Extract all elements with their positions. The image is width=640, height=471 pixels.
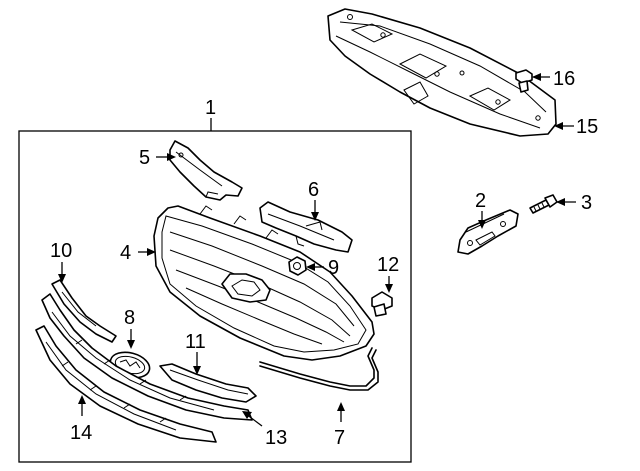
callout-6: 6 — [308, 179, 319, 221]
callout-7: 7 — [334, 402, 345, 449]
callout-label-12: 12 — [377, 254, 399, 276]
upper-bracket-part-5[interactable] — [169, 140, 243, 201]
callout-label-13: 13 — [265, 427, 287, 449]
callout-15: 15 — [554, 116, 598, 138]
bolt-part-12[interactable] — [371, 291, 393, 317]
lower-molding-part-13[interactable] — [41, 293, 253, 421]
upper-cover-part-15[interactable] — [327, 8, 557, 137]
callout-label-4: 4 — [120, 242, 131, 264]
callout-label-1: 1 — [205, 97, 216, 119]
molding-part-11[interactable] — [159, 363, 257, 403]
callout-11: 11 — [185, 331, 206, 375]
callout-3: 3 — [556, 192, 592, 214]
callout-10: 10 — [50, 240, 72, 283]
callout-label-6: 6 — [308, 179, 319, 201]
molding-part-7[interactable] — [259, 347, 379, 391]
molding-part-14[interactable] — [35, 325, 217, 443]
bolt-part-3[interactable] — [529, 194, 558, 214]
callout-12: 12 — [377, 254, 399, 293]
nut-part-9[interactable] — [288, 256, 307, 276]
callout-label-7: 7 — [334, 427, 345, 449]
callout-4: 4 — [120, 242, 156, 264]
callout-label-8: 8 — [124, 307, 135, 329]
callout-14: 14 — [70, 395, 92, 444]
assembly-frame — [18, 130, 412, 463]
grille-part-4[interactable] — [153, 205, 375, 361]
bracket-part-2[interactable] — [457, 209, 519, 255]
callout-label-2: 2 — [475, 190, 486, 212]
callout-label-15: 15 — [576, 116, 598, 138]
molding-part-10[interactable] — [51, 279, 117, 343]
callout-label-14: 14 — [70, 422, 92, 444]
callout-label-9: 9 — [328, 257, 339, 279]
callout-label-11: 11 — [185, 331, 206, 353]
callout-16: 16 — [532, 68, 575, 90]
callout-5: 5 — [139, 147, 176, 169]
callout-label-3: 3 — [581, 192, 592, 214]
callout-2: 2 — [475, 190, 486, 229]
callout-8: 8 — [124, 307, 135, 349]
callout-9: 9 — [306, 257, 339, 279]
callout-label-10: 10 — [50, 240, 72, 262]
callout-label-5: 5 — [139, 147, 150, 169]
bolt-part-16[interactable] — [515, 69, 533, 93]
callout-label-16: 16 — [553, 68, 575, 90]
callout-13: 13 — [242, 411, 287, 449]
bracket-part-6[interactable] — [259, 201, 353, 253]
